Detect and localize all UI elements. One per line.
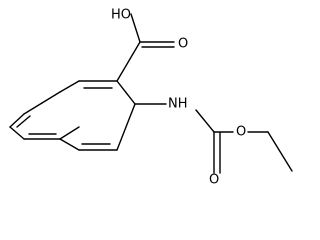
bond-ring-a-5	[9, 126, 25, 140]
bond-acid-c-oh	[130, 13, 141, 43]
hydroxyl-label: HO	[111, 8, 131, 23]
bond-ring-a-1	[59, 80, 80, 93]
bond-nh-to-carbonyl	[195, 109, 215, 133]
bond-ring-b-2	[116, 80, 136, 105]
acid-oxygen-label: O	[178, 37, 188, 52]
molecule-structure-svg: HO O NH O O	[9, 8, 293, 188]
carboxylic-acid-group: HO O	[111, 8, 188, 82]
bond-ring-b-3	[116, 103, 136, 151]
bond-ring-a-7	[59, 126, 80, 140]
carbamate-oxygen-label: O	[209, 173, 219, 188]
bond-ethyl-chain	[267, 131, 293, 172]
bond-ring-a-2	[41, 91, 61, 104]
bond-acid-stem	[116, 41, 141, 82]
naphthalene-core	[9, 80, 136, 151]
bond-inner-3	[16, 115, 31, 128]
ester-oxygen-label: O	[236, 125, 246, 140]
carbamate-group: NH O O	[134, 97, 293, 188]
bond-ring-a-3	[23, 102, 43, 115]
nh-label: NH	[168, 97, 188, 112]
molecule-structure-canvas: HO O NH O O	[9, 7, 293, 188]
bond-ring-a-4	[9, 113, 25, 128]
bond-ring-b-5	[59, 138, 80, 151]
